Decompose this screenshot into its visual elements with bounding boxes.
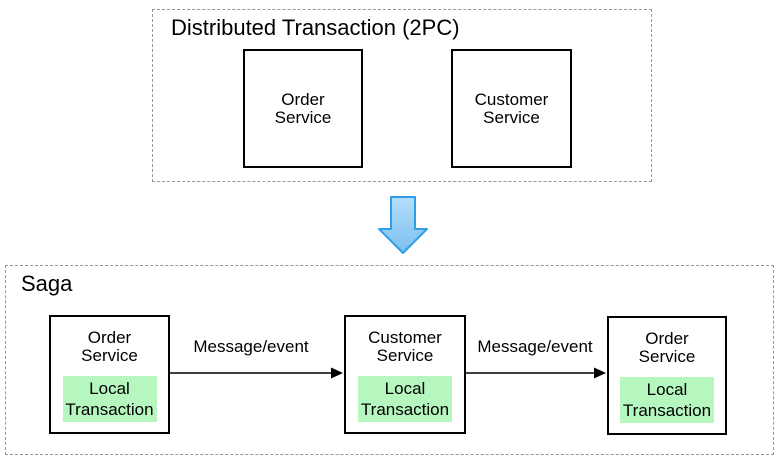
node-2pc-order-service: Order Service bbox=[243, 49, 363, 168]
node-saga-order-service-1: Order Service Local Transaction bbox=[49, 315, 170, 434]
group-title-2pc: Distributed Transaction (2PC) bbox=[171, 15, 460, 40]
node-saga-order-service-2: Order Service Local Transaction bbox=[607, 316, 727, 435]
node-label: Order Service bbox=[274, 89, 332, 127]
local-transaction-badge: Local Transaction bbox=[62, 376, 157, 422]
node-saga-customer-service: Customer Service Local Transaction bbox=[344, 315, 466, 434]
edge-label-message-event-2: Message/event bbox=[477, 337, 593, 356]
group-distributed-transaction: Distributed Transaction (2PC) Order Serv… bbox=[152, 9, 652, 182]
node-label: Customer Service bbox=[368, 328, 442, 365]
local-transaction-badge: Local Transaction bbox=[620, 377, 714, 423]
node-label: Order Service bbox=[81, 328, 138, 365]
node-2pc-customer-service: Customer Service bbox=[451, 49, 572, 168]
down-arrow-icon bbox=[378, 196, 428, 254]
node-label: Order Service bbox=[638, 329, 696, 366]
local-transaction-badge: Local Transaction bbox=[358, 376, 452, 422]
group-title-saga: Saga bbox=[21, 271, 73, 296]
group-saga: Saga Order Service Local Transaction Cus… bbox=[5, 265, 774, 455]
edge-label-message-event-1: Message/event bbox=[193, 337, 309, 356]
node-label: Customer Service bbox=[474, 89, 549, 127]
